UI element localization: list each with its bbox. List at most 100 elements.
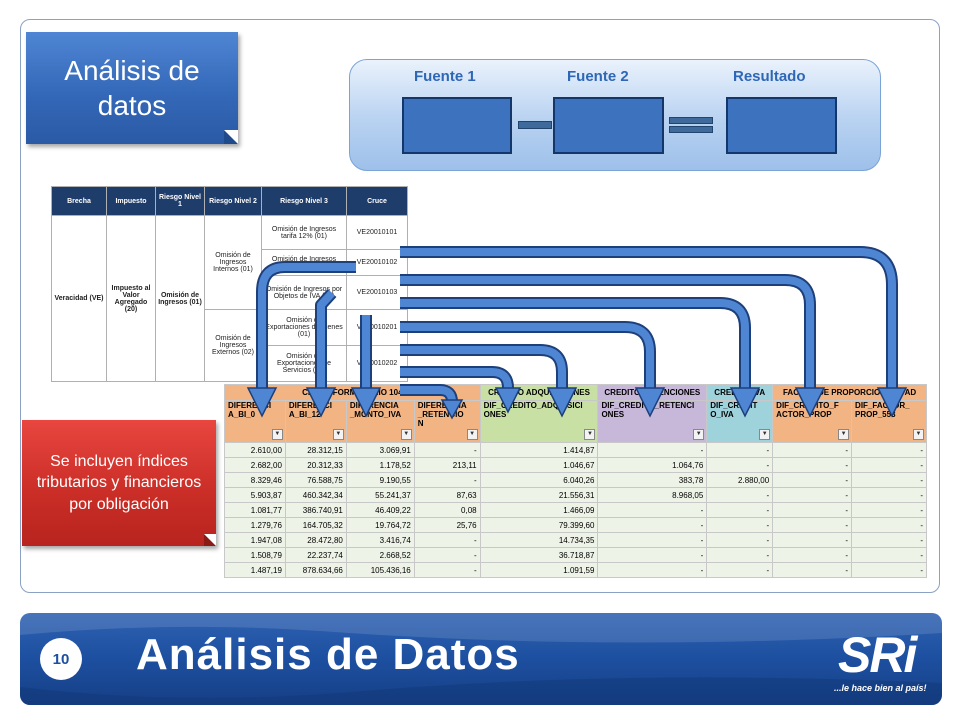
table-cell: 460.342,34 — [284, 487, 347, 503]
col-header-label: DIFERENCIA_RETENCION — [417, 401, 467, 428]
table-cell: - — [772, 532, 853, 548]
header-row: DIFERENCIA_BI_0 ▼ DIFERENCIA_BI_12 ▼ DIFER… — [224, 400, 927, 443]
data-table: CRUCE FORMULARIO 104 CREDITO ADQUISICION… — [224, 384, 927, 578]
nivel3-cell: Omisión de Ingresos por Objetos de IVA (… — [261, 275, 347, 310]
table-cell: 1.178,52 — [345, 457, 415, 473]
fuente-1-label: Fuente 1 — [414, 68, 476, 85]
col-header[interactable]: DIFERENCIA_BI_12 ▼ — [284, 400, 347, 443]
filter-icon[interactable]: ▼ — [584, 429, 596, 440]
table-cell: 9.190,55 — [345, 472, 415, 488]
table-cell: - — [772, 487, 853, 503]
footer-wave — [20, 613, 942, 705]
logo-tagline: ...le hace bien al país! — [834, 683, 927, 693]
fuente-2-box — [553, 97, 664, 154]
table-cell: - — [413, 442, 481, 458]
table-cell: - — [706, 457, 774, 473]
cruce-cell: VE20010103 — [346, 275, 408, 310]
cruce-cell: VE20010202 — [346, 345, 408, 382]
filter-icon[interactable]: ▼ — [693, 429, 705, 440]
table-cell: - — [706, 442, 774, 458]
arrow-body — [400, 299, 749, 390]
arrow-heads — [246, 387, 908, 420]
nivel2-cell: Omisión de Ingresos Externos (02) — [204, 309, 262, 382]
table-cell: 87,63 — [413, 487, 481, 503]
table-cell: - — [597, 517, 708, 533]
filter-icon[interactable]: ▼ — [913, 429, 924, 440]
table-cell: 8.329,46 — [224, 472, 286, 488]
riesgo-row: Omisión de Exportaciones de Servicios (0… — [52, 345, 408, 382]
arrow-head — [494, 387, 522, 414]
impuesto-cell: Impuesto al Valor Agregado (20) — [106, 215, 156, 382]
col-header-label: DIFERENCIA_BI_0 — [228, 401, 272, 419]
table-cell: 3.069,91 — [345, 442, 415, 458]
filter-icon[interactable]: ▼ — [332, 429, 344, 440]
arrow-outline — [256, 261, 356, 390]
arrow-head — [634, 387, 666, 418]
arrow-body — [258, 263, 356, 390]
table-cell: 6.040,26 — [479, 472, 599, 488]
cruce-cell: VE20010101 — [346, 215, 408, 250]
arrow-head — [794, 387, 826, 418]
col-header-label: DIF_FACTOR_PROP_553 — [855, 401, 910, 419]
brecha-cell: Veracidad (VE) — [51, 215, 107, 382]
table-cell: - — [772, 457, 853, 473]
arrow-head — [729, 387, 761, 418]
filter-icon[interactable]: ▼ — [271, 429, 283, 440]
equals-sign-top — [669, 117, 713, 124]
table-cell: - — [772, 442, 853, 458]
resultado-box — [726, 97, 837, 154]
arrow-head — [246, 387, 278, 418]
table-cell: 5.903,87 — [224, 487, 286, 503]
slide-frame — [20, 19, 940, 593]
table-cell: 36.718,87 — [479, 547, 599, 563]
arrow-body — [400, 276, 814, 390]
col-header[interactable]: DIF_CREDITO_ADQUISICIONES▼ — [479, 400, 599, 443]
col-header[interactable]: DIFERENCIA_MONTO_IVA ▼ — [345, 400, 415, 443]
arrow-head — [305, 387, 337, 418]
table-cell: - — [413, 562, 481, 578]
table-cell: 14.734,35 — [479, 532, 599, 548]
table-cell: - — [413, 532, 481, 548]
riesgo-row: Omisión de Ingresos por Objetos de IVA (… — [52, 275, 408, 310]
filter-icon[interactable]: ▼ — [400, 429, 412, 440]
arrow-head — [350, 387, 382, 418]
table-cell: 1.414,87 — [479, 442, 599, 458]
table-cell: 1.046,67 — [479, 457, 599, 473]
col-header[interactable]: DIFERENCIA_BI_0 ▼ — [224, 400, 286, 443]
minus-sign — [518, 121, 552, 129]
table-cell: 105.436,16 — [345, 562, 415, 578]
table-cell: 1.091,59 — [479, 562, 599, 578]
col-header-label: DIFERENCIA_BI_12 — [288, 401, 333, 419]
note-callout-text: Se incluyen índices tributarios y financ… — [36, 452, 202, 513]
nivel3-cell: Omisión de Exportaciones de Servicios (0… — [261, 345, 347, 382]
col-header-label: DIF_CREDITO_ADQUISICIONES — [483, 401, 583, 419]
title-callout-fold — [224, 130, 238, 144]
filter-icon[interactable]: ▼ — [466, 429, 478, 440]
table-cell: - — [413, 472, 481, 488]
table-cell: - — [597, 562, 708, 578]
filter-icon[interactable]: ▼ — [838, 429, 850, 440]
filter-icon[interactable]: ▼ — [759, 429, 771, 440]
table-cell: 8.968,05 — [597, 487, 708, 503]
arrow-head — [546, 387, 578, 418]
riesgo-header: Riesgo Nivel 3 — [261, 186, 347, 216]
table-cell: 164.705,32 — [284, 517, 347, 533]
fuente-2-label: Fuente 2 — [567, 68, 629, 85]
table-cell: - — [706, 487, 774, 503]
arrow-head — [876, 387, 908, 418]
table-cell: 386.740,91 — [284, 502, 347, 518]
table-cell: 46.409,22 — [345, 502, 415, 518]
arrow-body — [400, 346, 566, 390]
table-cell: - — [772, 562, 853, 578]
col-header[interactable]: DIF_CREDITO_IVA▼ — [706, 400, 774, 443]
table-cell: - — [851, 562, 927, 578]
col-header-label: DIFERENCIA_MONTO_IVA — [349, 401, 402, 419]
